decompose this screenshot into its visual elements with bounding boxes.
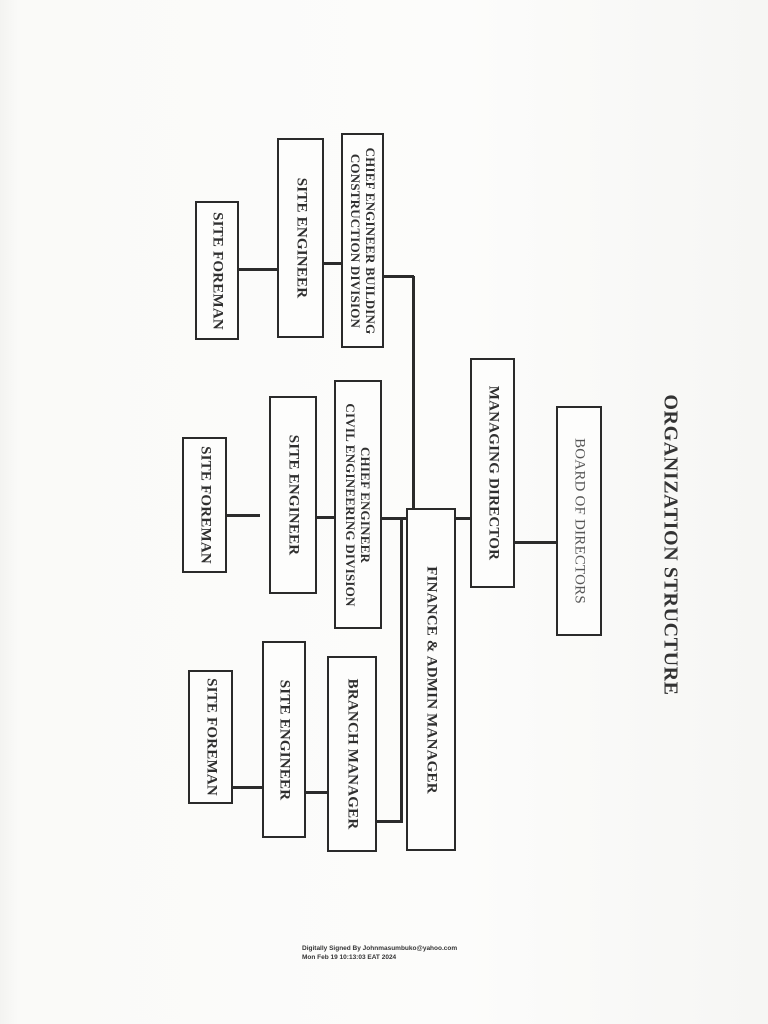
site-engineer-label-1: SITE ENGINEER: [293, 177, 309, 299]
chief-engineer-building-label: CHIEF ENGINEER BUILDING CONSTRUCTION DIV…: [347, 147, 378, 334]
connector-engineer-foreman-1: [238, 268, 278, 271]
board-of-directors-label: BOARD OF DIRECTORS: [571, 438, 588, 604]
site-engineer-box-1: SITE ENGINEER: [277, 138, 324, 338]
connector-branch-engineer: [305, 791, 329, 794]
site-foreman-box-2: SITE FOREMAN: [182, 437, 227, 573]
connector-trunk-vertical: [412, 276, 415, 518]
site-foreman-label-3: SITE FOREMAN: [203, 678, 219, 796]
chart-title: ORGANIZATION STRUCTURE: [659, 394, 682, 696]
site-foreman-label-2: SITE FOREMAN: [197, 446, 213, 564]
board-of-directors-box: BOARD OF DIRECTORS: [556, 406, 602, 636]
connector-engineer-foreman-2: [226, 514, 260, 517]
site-foreman-label-1: SITE FOREMAN: [209, 211, 226, 330]
site-foreman-box-3: SITE FOREMAN: [188, 670, 233, 804]
connector-board-md: [513, 541, 557, 544]
chief-engineer-civil-label: CHIEF ENGINEER CIVIL ENGINEERING DIVISIO…: [343, 402, 373, 607]
chief-engineer-building-box: CHIEF ENGINEER BUILDING CONSTRUCTION DIV…: [341, 133, 384, 348]
signature-line-1: Digitally Signed By Johnmasumbuko@yahoo.…: [302, 945, 458, 952]
site-engineer-box-2: SITE ENGINEER: [269, 396, 317, 594]
site-foreman-box-1: SITE FOREMAN: [195, 201, 239, 340]
branch-manager-box: BRANCH MANAGER: [327, 656, 377, 852]
finance-admin-manager-box: FINANCE & ADMIN MANAGER: [406, 508, 456, 851]
managing-director-box: MANAGING DIRECTOR: [470, 358, 515, 588]
site-engineer-box-3: SITE ENGINEER: [262, 641, 306, 838]
digital-signature: Digitally Signed By Johnmasumbuko@yahoo.…: [302, 944, 457, 962]
connector-engineer-foreman-3: [233, 786, 263, 789]
signature-line-2: Mon Feb 19 10:13:03 EAT 2024: [302, 954, 397, 961]
chief-engineer-civil-box: CHIEF ENGINEER CIVIL ENGINEERING DIVISIO…: [334, 380, 382, 629]
finance-admin-manager-label: FINANCE & ADMIN MANAGER: [423, 565, 440, 794]
connector-to-chief-building: [383, 275, 414, 278]
connector-chief-building-engineer: [323, 262, 342, 265]
site-engineer-label-3: SITE ENGINEER: [276, 679, 293, 800]
connector-trunk-vertical-lower: [400, 517, 403, 822]
site-engineer-label-2: SITE ENGINEER: [285, 434, 302, 556]
managing-director-label: MANAGING DIRECTOR: [485, 385, 501, 561]
branch-manager-label: BRANCH MANAGER: [344, 678, 361, 830]
connector-to-branch: [375, 820, 403, 823]
connector-chief-civil-engineer: [316, 516, 335, 519]
